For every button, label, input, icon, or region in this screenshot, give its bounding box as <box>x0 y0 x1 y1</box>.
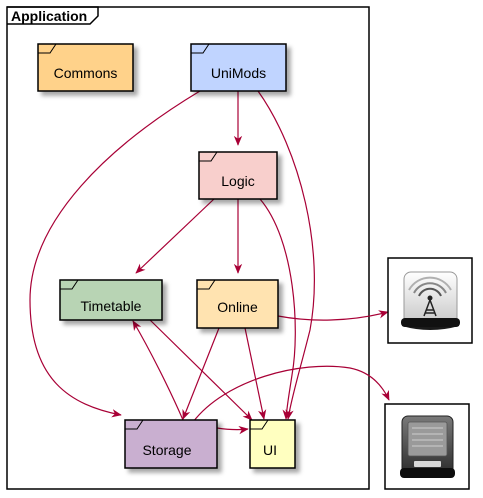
component-unimods <box>190 43 287 92</box>
arrow-timetable-ui <box>147 317 253 421</box>
arrow-logic-timetable <box>135 198 215 274</box>
hard-drive-icon <box>400 415 455 478</box>
logic-label: Logic <box>221 173 254 189</box>
component-ui <box>249 419 296 469</box>
storage-label: Storage <box>142 442 191 458</box>
arrow-online-internet <box>277 310 389 321</box>
arrow-logic-ui <box>259 198 296 420</box>
external-internet <box>387 257 473 344</box>
online-label: Online <box>217 299 258 315</box>
ui-box <box>249 419 296 469</box>
arrow-unimods-storage <box>29 90 201 418</box>
storage-box <box>124 419 218 469</box>
frame-title: Application <box>11 8 87 24</box>
component-logic <box>198 151 278 200</box>
commons-box <box>37 43 134 92</box>
timetable-label: Timetable <box>81 298 142 314</box>
external-storage-device <box>384 403 470 490</box>
antenna-icon <box>401 271 460 330</box>
timetable-box <box>59 279 163 321</box>
arrow-online-ui <box>244 327 267 420</box>
component-storage <box>124 419 218 469</box>
unimods-label: UniMods <box>211 65 266 81</box>
arrow-unimods-ui <box>257 90 315 420</box>
component-commons <box>37 43 134 92</box>
component-online <box>196 279 279 329</box>
arrow-storage-ui <box>216 426 249 435</box>
dependency-arrows <box>29 90 390 435</box>
unimods-box <box>190 43 287 92</box>
component-timetable <box>59 279 163 321</box>
online-box <box>196 279 279 329</box>
ui-label: UI <box>263 442 277 458</box>
arrow-storage-drive <box>192 365 390 423</box>
commons-label: Commons <box>54 65 118 81</box>
arrow-storage-timetable <box>132 320 184 421</box>
arrow-online-storage <box>182 327 220 420</box>
